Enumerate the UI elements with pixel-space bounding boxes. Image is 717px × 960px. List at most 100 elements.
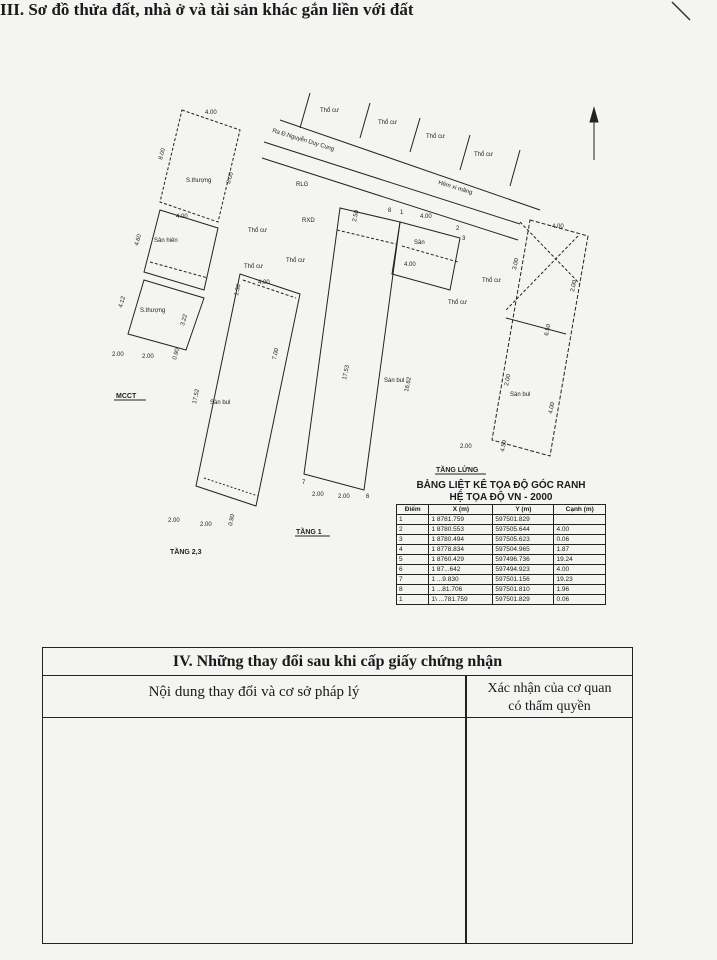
cell: 19.24 <box>553 554 606 565</box>
cell: 2 <box>395 524 430 535</box>
table-header-row: Điểm X (m) Y (m) Cạnh (m) <box>395 504 606 515</box>
dim-label: 7.00 <box>272 347 280 360</box>
neighbor-label: Thổ cư <box>378 119 397 126</box>
floor-label: MCCT <box>116 393 137 400</box>
neighbor-label: Thổ cư <box>426 133 445 140</box>
dim-label: 0.90 <box>228 513 236 526</box>
neighbor-label: Thổ cư <box>482 277 501 284</box>
dim-label: 4.00 <box>404 262 416 268</box>
coordinate-table-block: BẢNG LIỆT KÊ TỌA ĐỘ GÓC RANH HỆ TỌA ĐỘ V… <box>395 480 606 605</box>
floor-2-3-outline <box>195 273 301 507</box>
point-label: 8 <box>388 208 392 214</box>
point-label: 6 <box>366 494 370 500</box>
dim-label: 4.00 <box>420 214 432 220</box>
dim-label: 17.52 <box>192 388 201 405</box>
room-label: S.thượng <box>140 308 165 314</box>
alley-label: Hẻm xi măng <box>437 180 473 196</box>
cell: 8 <box>395 584 430 595</box>
street-band <box>261 92 541 241</box>
cell: 1 <box>395 594 430 605</box>
section-4-header-row <box>43 676 632 718</box>
point-label: 7 <box>302 480 306 486</box>
dim-label: 0.90 <box>172 347 181 361</box>
point-label: 3 <box>462 236 466 242</box>
neighbor-label: Thổ cư <box>244 263 263 270</box>
cell: 1 8780.494 <box>428 534 494 545</box>
street-label: Ra Đ.Nguyễn Duy Cung <box>271 127 335 153</box>
dim-label: 16.62 <box>404 376 413 393</box>
neighbor-label: Thổ cư <box>448 299 467 306</box>
cell: 1.96 <box>553 584 606 595</box>
column-divider <box>465 676 467 944</box>
room-label: Sàn bul <box>210 400 230 406</box>
cell: 597505.644 <box>492 524 555 535</box>
dim-label: 3.22 <box>180 313 189 327</box>
floor-1-outline <box>303 207 401 491</box>
cell: 597504.965 <box>492 544 555 555</box>
north-arrow-icon <box>589 106 599 160</box>
cell: 7 <box>395 574 430 585</box>
dim-label: 4.00 <box>176 214 188 220</box>
floor-label: TẦNG 2,3 <box>170 546 202 556</box>
corner-mark <box>671 1 691 21</box>
section-3-title: III. Sơ đồ thửa đất, nhà ở và tài sản kh… <box>0 0 414 19</box>
dim-label: 1.30 <box>234 283 242 296</box>
cell: 597496.736 <box>492 554 555 565</box>
dim-label: 17.53 <box>342 364 351 381</box>
header-cell: X (m) <box>428 504 494 515</box>
cell: 1 8778.834 <box>428 544 494 555</box>
dim-label: 4.12 <box>118 295 127 309</box>
cell: 1 ...9.830 <box>428 574 494 585</box>
coordinate-title-line1: BẢNG LIỆT KÊ TỌA ĐỘ GÓC RANH <box>416 480 586 491</box>
cell <box>553 514 606 525</box>
dim-label: 4.50 <box>500 439 508 452</box>
cell: 597505.623 <box>492 534 555 545</box>
cell: 597501.810 <box>492 584 555 595</box>
dim-label: 4.60 <box>134 233 143 247</box>
floor-label: TẦNG 1 <box>296 526 322 536</box>
dim-label: 4.00 <box>205 110 217 116</box>
cell: 1 8781.759 <box>428 514 494 525</box>
cell: 0.06 <box>553 534 606 545</box>
dim-label: 2.50 <box>352 209 360 222</box>
neighbor-label: Thổ cư <box>320 107 339 114</box>
cell: 4 <box>395 544 430 555</box>
dim-label: 8.00 <box>226 171 235 185</box>
authority-header-line1: Xác nhận của cơ quan <box>487 681 612 696</box>
section-4-title: IV. Những thay đổi sau khi cấp giấy chứn… <box>43 648 632 676</box>
cell: 1 8760.429 <box>428 554 494 565</box>
dim-label: 2.00 <box>338 494 350 500</box>
neighbor-label: Thổ cư <box>474 151 493 158</box>
dim-label: 2.00 <box>570 279 578 292</box>
authority-header-line2: có thẩm quyền <box>508 699 591 714</box>
section-4-table: IV. Những thay đổi sau khi cấp giấy chứn… <box>42 647 633 944</box>
dim-label: 4.00 <box>548 401 556 414</box>
room-label: S.thượng <box>186 178 211 184</box>
cell: 1 ...81.706 <box>428 584 494 595</box>
cell: 597501.156 <box>492 574 555 585</box>
header-cell: Cạnh (m) <box>553 504 606 515</box>
neighbor-label: Thổ cư <box>286 257 305 264</box>
coordinate-title-line2: HỆ TỌA ĐỘ VN - 2000 <box>449 492 553 503</box>
cell: 19.23 <box>553 574 606 585</box>
cell: 3 <box>395 534 430 545</box>
cell: 1 8780.553 <box>428 524 494 535</box>
marker-label: RLG <box>296 182 309 188</box>
room-label: Sàn bul <box>384 378 404 384</box>
dim-label: 2.00 <box>312 492 324 498</box>
cell: 4.00 <box>553 524 606 535</box>
cell: 1 87...642 <box>428 564 494 575</box>
marker-label: RXD <box>302 218 315 224</box>
cell: 0.06 <box>553 594 606 605</box>
dim-label: 2.00 <box>460 444 472 450</box>
mcct-outline <box>127 109 241 351</box>
cell: 597501.829 <box>492 594 555 605</box>
